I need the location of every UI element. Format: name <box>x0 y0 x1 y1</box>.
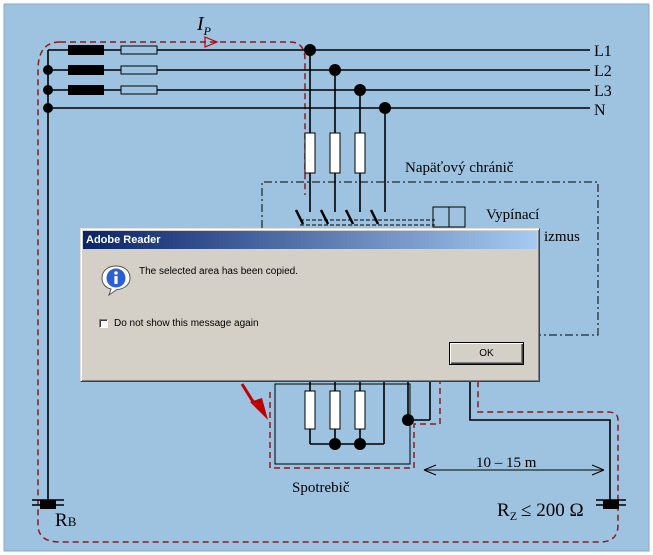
rz-label: RZ≤ 200 Ω <box>497 500 584 523</box>
dont-show-again-label[interactable]: Do not show this message again <box>114 318 259 329</box>
dialog-message: The selected area has been copied. <box>139 266 298 277</box>
phase-label-l1: L1 <box>594 43 612 60</box>
surge-protector-label: Napäťový chránič <box>405 160 514 176</box>
dont-show-again-row[interactable]: Do not show this message again <box>99 318 259 329</box>
dialog-title: Adobe Reader <box>86 234 161 246</box>
phase-label-l3: L3 <box>594 83 612 100</box>
ok-button[interactable]: OK <box>449 342 524 365</box>
current-label: IP <box>196 13 212 38</box>
phase-label-l2: L2 <box>594 63 612 80</box>
trip-mechanism-label-1: Vypínací <box>486 207 539 223</box>
rb-label: RB <box>55 510 77 531</box>
dont-show-again-checkbox[interactable] <box>99 319 108 328</box>
dialog-title-bar[interactable]: Adobe Reader <box>83 231 537 249</box>
appliance-label: Spotrebič <box>292 480 350 496</box>
copy-confirmation-dialog: Adobe Reader The selected area has been … <box>80 228 540 382</box>
current-direction-arrow <box>204 36 219 48</box>
distance-label: 10 – 15 m <box>476 455 537 471</box>
trip-mechanism-label-2: izmus <box>544 229 580 245</box>
fault-current-loop <box>60 41 306 195</box>
info-icon <box>101 265 131 297</box>
phase-label-n: N <box>594 102 606 119</box>
